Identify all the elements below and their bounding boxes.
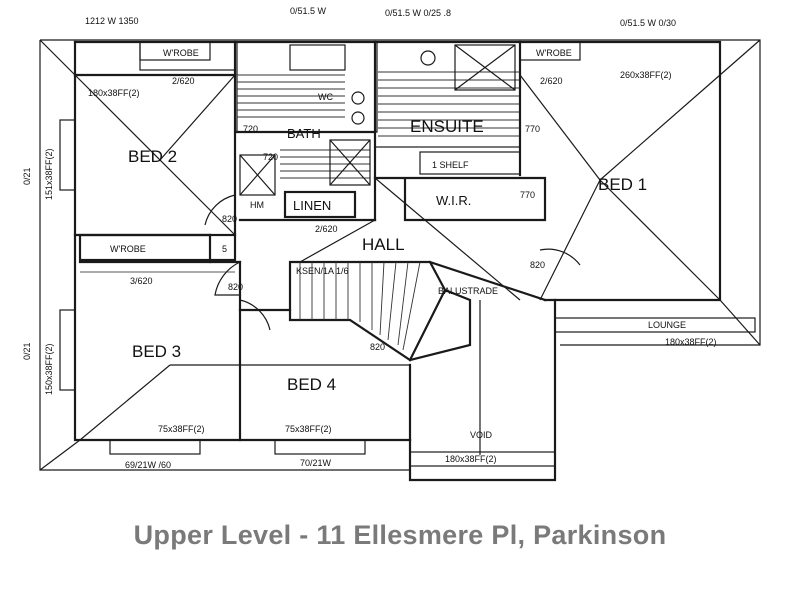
left-win2: 150x38FF(2): [44, 343, 54, 395]
note-right-win: 180x38FF(2): [665, 337, 717, 347]
bed3-label: BED 3: [132, 342, 181, 361]
dim-820a: 820: [222, 214, 237, 224]
dim-770: 770: [525, 124, 540, 134]
dim-720b: 720: [263, 152, 278, 162]
linen-label: LINEN: [293, 198, 331, 213]
note-bottom-mid2: 70/21W: [300, 458, 332, 468]
hall-area: [238, 218, 547, 302]
bed1-ceiling-lines: [519, 74, 721, 301]
note-right-win2: LOUNGE: [648, 320, 686, 330]
dim-2620c: 2/620: [315, 224, 338, 234]
balustrade-label: BALUSTRADE: [438, 286, 498, 296]
stair-upper: KSEN/1A 1/6: [296, 266, 349, 276]
dim-770b: 770: [520, 190, 535, 200]
bed2-walls: [73, 40, 237, 237]
note-bottom-mid: 75x38FF(2): [285, 424, 332, 434]
bed4-label: BED 4: [287, 375, 336, 394]
shelf-label: 1 SHELF: [432, 160, 469, 170]
wrobe-mid-label: W'ROBE: [110, 244, 146, 254]
bed2-label: BED 2: [128, 147, 177, 166]
wrobe-mid: [78, 233, 242, 273]
stair-lower: 820: [530, 260, 545, 270]
left-dim2: 0/21: [22, 342, 32, 360]
note-top-left: 1212 W 1350: [85, 16, 139, 26]
note-top-mid2: 0/51.5 W 0/25 .8: [385, 8, 451, 18]
note-bed1-win: 260x38FF(2): [620, 70, 672, 80]
dim-hm: HM: [250, 200, 264, 210]
roof-outline: [39, 39, 761, 471]
note-bottom-left2: 75x38FF(2): [158, 424, 205, 434]
door-swings: [204, 194, 271, 331]
note-bed2-win: 180x38FF(2): [88, 88, 140, 98]
dim-2620a: 2/620: [172, 76, 195, 86]
dim-820b: 820: [228, 282, 243, 292]
dim-720a: 720: [243, 124, 258, 134]
left-dim1: 0/21: [22, 167, 32, 185]
bath-label: BATH: [287, 126, 321, 141]
floor-plan: BED 1 BED 2 BED 3 BED 4 HALL ENSUITE BAT…: [22, 6, 761, 482]
dim-3620: 3/620: [130, 276, 153, 286]
ensuite-label: ENSUITE: [410, 117, 484, 136]
wir-label: W.I.R.: [436, 193, 471, 208]
wrobe-top-label: W'ROBE: [163, 48, 199, 58]
note-top-right: 0/51.5 W 0/30: [620, 18, 676, 28]
wir-walls: [373, 176, 581, 301]
note-void: VOID: [470, 430, 493, 440]
note-bottom-left: 69/21W /60: [125, 460, 171, 470]
dim-2620b: 2/620: [540, 76, 563, 86]
bed3-bed4-walls: [79, 260, 412, 442]
ensuite-hatch: [374, 40, 522, 177]
hall-label: HALL: [362, 235, 405, 254]
wc-label: WC: [318, 92, 333, 102]
note-top-mid1: 0/51.5 W: [290, 6, 327, 16]
bath-hatch: [235, 40, 378, 222]
dim-820c: 820: [370, 342, 385, 352]
bed1-label: BED 1: [598, 175, 647, 194]
left-win1: 151x38FF(2): [44, 148, 54, 200]
caption-title: Upper Level - 11 Ellesmere Pl, Parkinson: [133, 520, 667, 550]
wrobe-right-label: W'ROBE: [536, 48, 572, 58]
note-void-win: 180x38FF(2): [445, 454, 497, 464]
dim-s5: 5: [222, 244, 227, 254]
staircase: [288, 260, 472, 362]
